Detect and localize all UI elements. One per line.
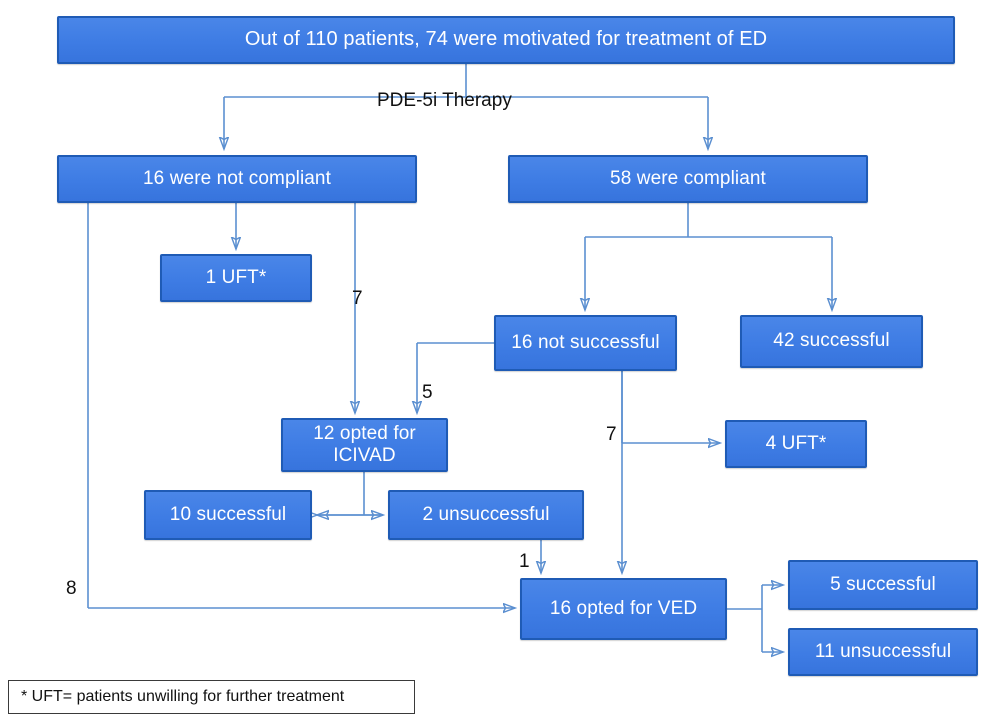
node-uft-4[interactable]: 4 UFT*: [725, 420, 867, 468]
legend-footnote: * UFT= patients unwilling for further tr…: [8, 680, 415, 714]
node-unsuccessful-2-label: 2 unsuccessful: [422, 503, 550, 525]
node-compliant-label: 58 were compliant: [610, 167, 766, 189]
node-successful-5-label: 5 successful: [830, 573, 936, 595]
node-successful-5[interactable]: 5 successful: [788, 560, 978, 610]
edge-label-7-right: 7: [606, 424, 617, 445]
node-uft-4-label: 4 UFT*: [765, 432, 827, 454]
node-successful-10[interactable]: 10 successful: [144, 490, 312, 540]
node-icivad-label: 12 opted for ICIVAD: [313, 422, 416, 466]
node-unsuccessful-11-label: 11 unsuccessful: [814, 640, 952, 662]
node-unsuccessful-11[interactable]: 11 unsuccessful: [788, 628, 978, 676]
edge-label-7-left: 7: [352, 288, 363, 309]
node-not-successful[interactable]: 16 not successful: [494, 315, 677, 371]
node-ved-label: 16 opted for VED: [549, 597, 698, 619]
node-not-successful-label: 16 not successful: [511, 331, 660, 353]
node-successful-10-label: 10 successful: [169, 503, 287, 525]
node-root-label: Out of 110 patients, 74 were motivated f…: [244, 28, 768, 51]
edge-label-8: 8: [66, 578, 77, 599]
legend-footnote-text: * UFT= patients unwilling for further tr…: [21, 688, 345, 705]
node-compliant[interactable]: 58 were compliant: [508, 155, 868, 203]
edge-label-1: 1: [519, 551, 530, 572]
node-icivad[interactable]: 12 opted for ICIVAD: [281, 418, 448, 472]
node-uft-1-label: 1 UFT*: [205, 266, 267, 288]
node-not-compliant[interactable]: 16 were not compliant: [57, 155, 417, 203]
node-successful-42[interactable]: 42 successful: [740, 315, 923, 368]
node-not-compliant-label: 16 were not compliant: [143, 167, 331, 189]
node-uft-1[interactable]: 1 UFT*: [160, 254, 312, 302]
edge-label-5: 5: [422, 382, 433, 403]
node-root[interactable]: Out of 110 patients, 74 were motivated f…: [57, 16, 955, 64]
therapy-label: PDE-5i Therapy: [377, 90, 512, 111]
node-ved[interactable]: 16 opted for VED: [520, 578, 727, 640]
node-successful-42-label: 42 successful: [773, 330, 890, 352]
node-unsuccessful-2[interactable]: 2 unsuccessful: [388, 490, 584, 540]
